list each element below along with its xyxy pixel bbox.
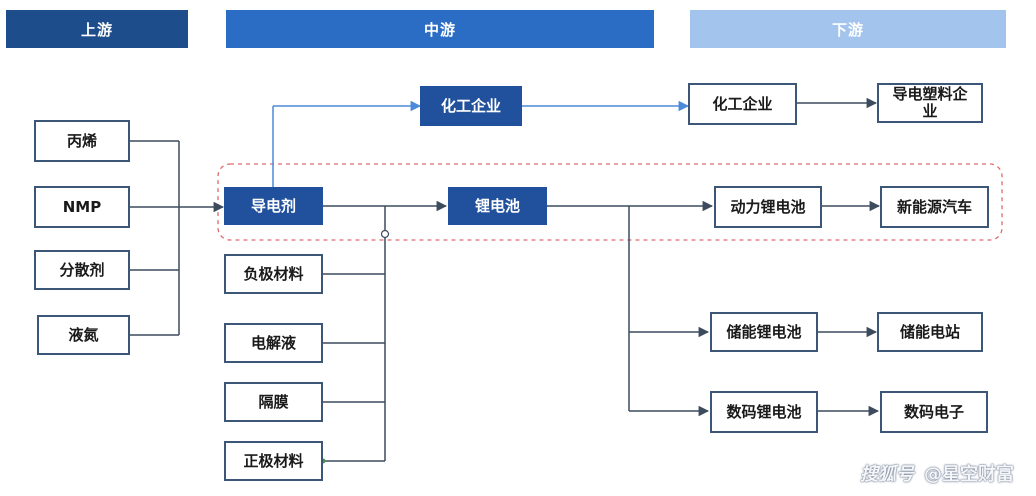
node-power-battery: 动力锂电池 <box>714 186 822 228</box>
node-storage-station: 储能电站 <box>877 312 983 352</box>
midstream-connectors <box>323 200 448 462</box>
upper-branch-connectors <box>272 100 690 187</box>
header-midstream: 中游 <box>226 10 654 48</box>
node-nmp: NMP <box>34 186 130 228</box>
header-upstream: 上游 <box>6 10 188 48</box>
node-propylene: 丙烯 <box>34 120 130 162</box>
node-liquid-nitrogen: 液氮 <box>37 315 130 355</box>
node-chemical-enterprise-down: 化工企业 <box>688 83 797 125</box>
node-storage-battery: 储能锂电池 <box>710 312 818 352</box>
header-downstream: 下游 <box>690 10 1006 48</box>
junction-hollow <box>380 229 390 239</box>
node-chemical-enterprise-mid: 化工企业 <box>420 86 522 126</box>
watermark-account: @星空财富 <box>924 464 1014 485</box>
watermark: 搜狐号 @星空财富 <box>860 460 1014 486</box>
highlight-dashed-frame <box>217 163 1003 241</box>
node-lithium-battery: 锂电池 <box>448 187 547 225</box>
node-separator: 隔膜 <box>224 382 323 422</box>
upstream-connectors <box>130 140 225 336</box>
downstream-connectors <box>547 200 881 417</box>
node-cathode-material: 正极材料 <box>224 441 323 481</box>
node-nev: 新能源汽车 <box>880 186 989 228</box>
node-digital-battery: 数码锂电池 <box>710 391 818 433</box>
node-electrolyte: 电解液 <box>224 323 323 363</box>
node-conductive-agent: 导电剂 <box>224 187 323 225</box>
node-digital-electronics: 数码电子 <box>880 391 988 433</box>
node-anode-material: 负极材料 <box>224 254 323 294</box>
watermark-logo: 搜狐号 <box>860 464 914 485</box>
node-dispersant: 分散剂 <box>34 250 130 290</box>
node-conductive-plastics: 导电塑料企业 <box>877 83 983 123</box>
